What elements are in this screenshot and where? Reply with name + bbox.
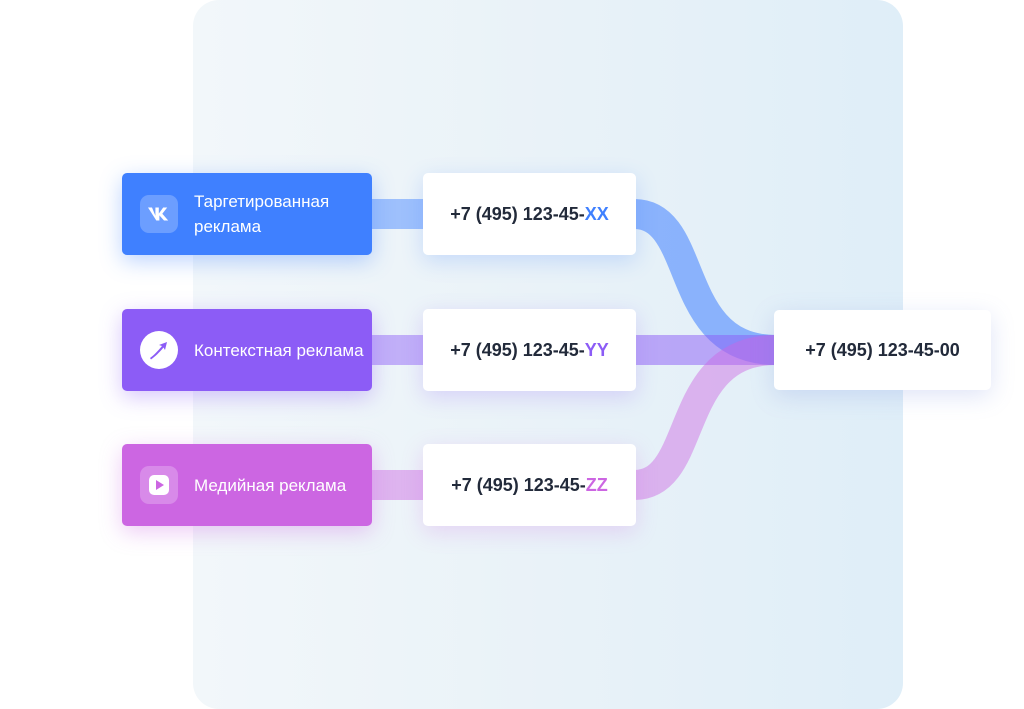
flow-band-vk — [368, 199, 426, 229]
flow-band-media — [368, 470, 426, 500]
tracking-number-xx: +7 (495) 123-45-XX — [423, 173, 636, 255]
source-label: Таргетированная реклама — [194, 192, 330, 236]
play-icon — [140, 466, 178, 504]
phone-prefix: +7 (495) 123-45- — [451, 474, 586, 495]
phone-prefix: +7 (495) 123-45- — [450, 339, 585, 360]
flow-band-context — [368, 335, 426, 365]
tracking-number-zz: +7 (495) 123-45-ZZ — [423, 444, 636, 526]
source-label: Медийная реклама — [194, 475, 347, 495]
vk-logo-icon — [140, 195, 178, 233]
flow-curve-xx — [632, 199, 777, 365]
tracking-number-yy: +7 (495) 123-45-YY — [423, 309, 636, 391]
target-number-text: +7 (495) 123-45-00 — [805, 339, 960, 360]
phone-suffix: ZZ — [585, 474, 608, 495]
flow-curve-zz — [632, 335, 777, 500]
phone-prefix: +7 (495) 123-45- — [450, 203, 585, 224]
source-targeted-ads: Таргетированная реклама — [122, 173, 372, 255]
yandex-direct-arrow-icon — [140, 331, 178, 369]
phone-suffix: YY — [584, 339, 609, 360]
source-label: Контекстная реклама — [194, 340, 364, 360]
target-phone-number: +7 (495) 123-45-00 — [774, 310, 991, 390]
source-contextual-ads: Контекстная реклама — [122, 309, 372, 391]
phone-suffix: XX — [584, 203, 609, 224]
source-media-ads: Медийная реклама — [122, 444, 372, 526]
